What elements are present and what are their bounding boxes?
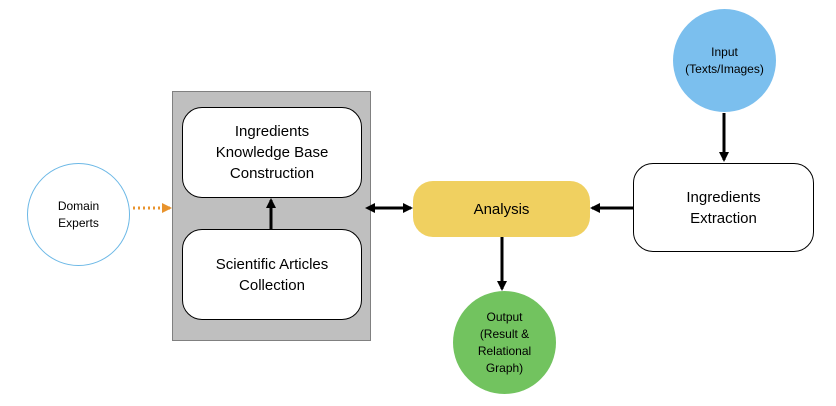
articles-collection-label: Scientific Articles Collection [215, 255, 329, 294]
output-node: Output (Result & Relational Graph) [453, 291, 556, 394]
output-label: Output (Result & Relational Graph) [477, 309, 532, 375]
input-node: Input (Texts/Images) [673, 9, 776, 112]
domain-experts-label: Domain Experts [57, 198, 100, 230]
knowledge-base-label: Ingredients Knowledge Base Construction [215, 123, 329, 182]
articles-collection-node: Scientific Articles Collection [182, 229, 362, 320]
domain-experts-node: Domain Experts [27, 163, 130, 266]
ingredients-extraction-label: Ingredients Extraction [686, 188, 761, 227]
input-label: Input (Texts/Images) [685, 44, 764, 76]
knowledge-base-node: Ingredients Knowledge Base Construction [182, 107, 362, 198]
ingredients-extraction-node: Ingredients Extraction [633, 163, 814, 252]
analysis-label: Analysis [473, 200, 530, 218]
analysis-node: Analysis [413, 181, 590, 237]
